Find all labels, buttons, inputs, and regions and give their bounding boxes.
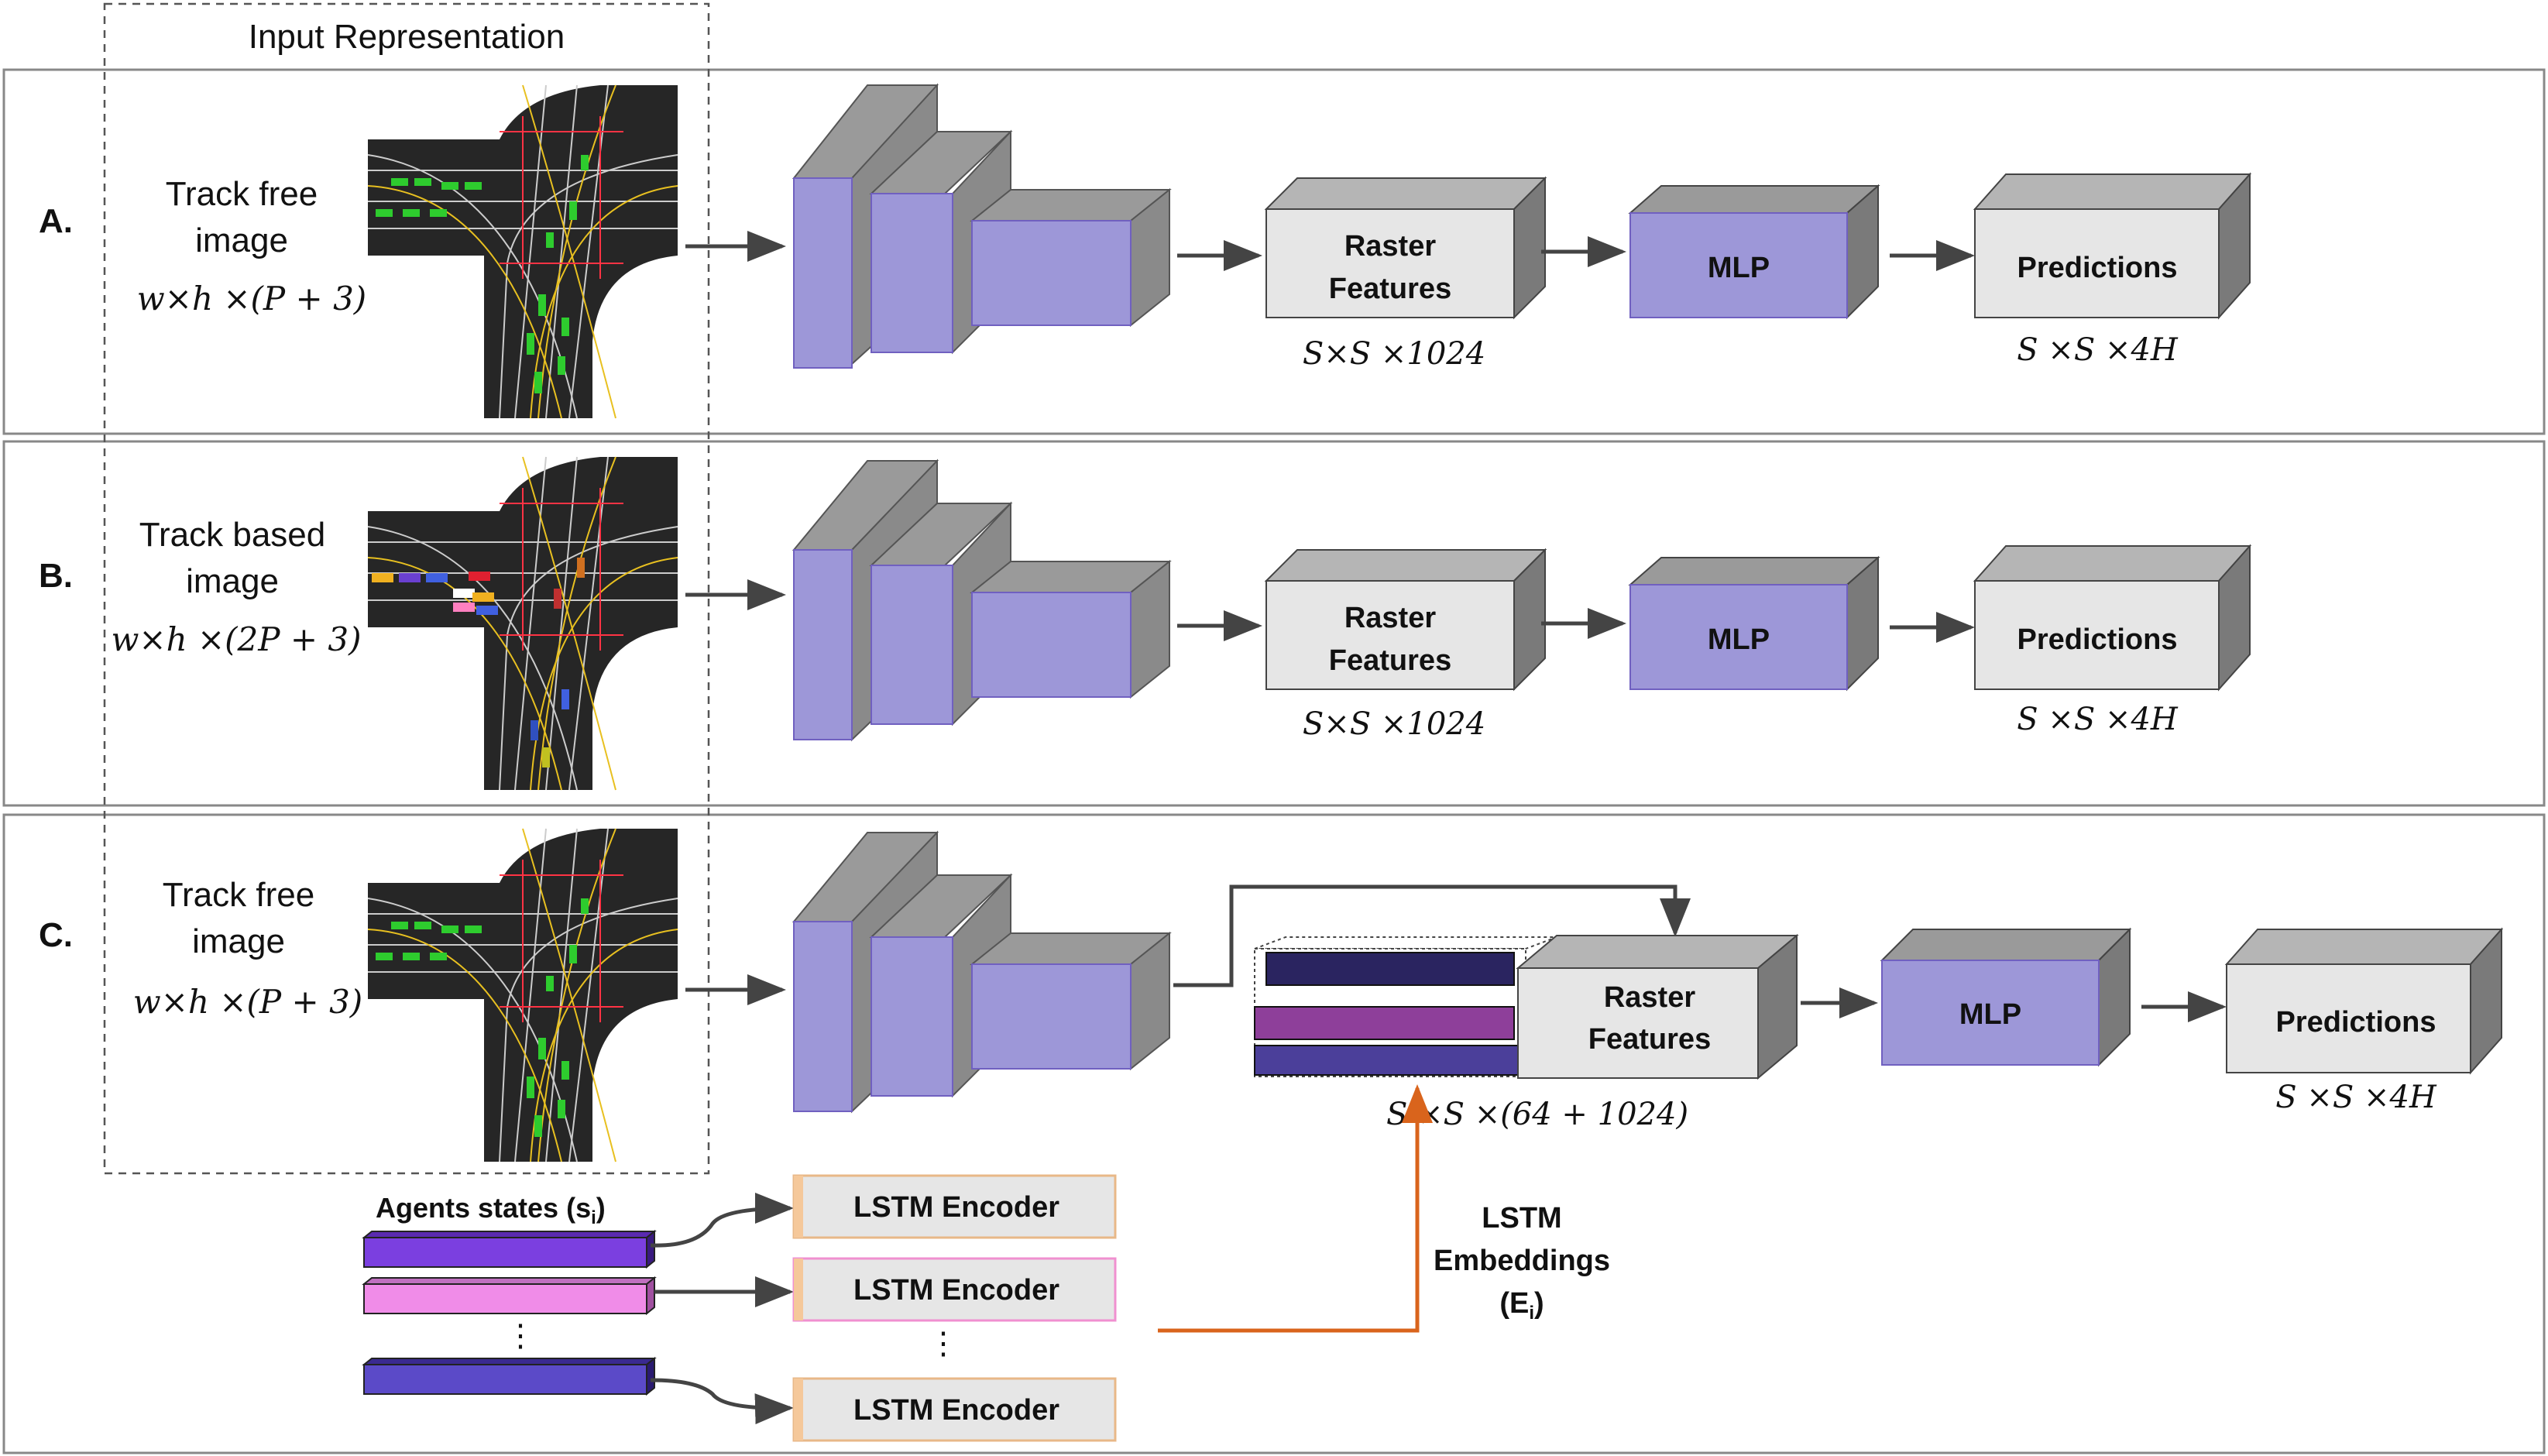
lstm-encoder-1-label: LSTM Encoder — [853, 1191, 1059, 1224]
panel-c-mlp-box — [1880, 927, 2132, 1067]
panel-a-input-dims: w×h ×(P + 3) — [137, 280, 366, 318]
panel-c-letter: C. — [39, 916, 73, 954]
panel-a-input-line2: image — [195, 221, 288, 259]
panel-b-input-dims: w×h ×(2P + 3) — [111, 620, 361, 658]
panel-b-letter: B. — [39, 557, 73, 595]
lstm-embeddings-line3: (Ei) — [1499, 1287, 1544, 1324]
panel-a-track-free-image — [367, 84, 678, 419]
colored-agent-tracks — [372, 558, 585, 767]
lstm-encoder-1 — [792, 1174, 1117, 1239]
lstm-encoder-3 — [792, 1377, 1117, 1442]
lstm-encoder-2-label: LSTM Encoder — [853, 1274, 1059, 1307]
panel-c-frame — [2, 813, 2546, 1454]
panel-b-raster-line2: Features — [1329, 644, 1451, 677]
panel-c-input-line2: image — [192, 922, 285, 960]
panel-c-predictions-box — [2224, 927, 2504, 1075]
panel-c-predictions-label: Predictions — [2276, 1006, 2436, 1039]
panel-a-raster-dims: S×S ×1024 — [1303, 336, 1485, 372]
panel-a-raster-features-box — [1264, 176, 1547, 320]
panel-a-raster-line2: Features — [1329, 273, 1451, 305]
panel-c-raster-line2: Features — [1588, 1023, 1711, 1056]
panel-a: A. Track free image w×h ×(P + 3) Ras — [39, 83, 2252, 419]
panel-b-raster-features-box — [1264, 548, 1547, 692]
panel-a-predictions-label: Predictions — [2017, 252, 2178, 284]
panel-b-frame — [2, 440, 2546, 807]
lstm-embeddings-arrow — [1158, 1084, 1433, 1333]
panel-c-mlp-label: MLP — [1959, 998, 2021, 1031]
lstm-embeddings-line2: Embeddings — [1434, 1245, 1610, 1277]
panel-c-connector-arrow — [1173, 884, 1691, 987]
agent-1-to-lstm-arrow — [650, 1193, 794, 1248]
panel-b-mlp-label: MLP — [1708, 623, 1770, 656]
panel-b-track-based-image — [367, 456, 678, 791]
lstm-encoder-2 — [792, 1257, 1117, 1322]
lstm-ellipsis: ⋮ — [928, 1327, 959, 1361]
panel-c-input-dims: w×h ×(P + 3) — [133, 983, 362, 1021]
panel-c-raster-dims: S ×S ×(64 + 1024) — [1386, 1097, 1688, 1132]
panel-c-raster-features-box — [1516, 933, 1799, 1080]
panel-a-cnn-stack — [792, 83, 1172, 369]
agents-ellipsis: ⋮ — [505, 1319, 536, 1353]
panel-c-pred-dims: S ×S ×4H — [2275, 1080, 2437, 1115]
panel-b-mlp-box — [1628, 555, 1880, 692]
agent-state-bar-2 — [362, 1276, 657, 1316]
panel-c-track-free-image — [367, 828, 678, 1162]
panel-c-raster-line1: Raster — [1604, 981, 1695, 1014]
panel-a-input-line1: Track free — [166, 175, 318, 213]
lstm-encoder-3-label: LSTM Encoder — [853, 1394, 1059, 1427]
panel-b: B. Track based image w×h ×(2P + 3) — [39, 456, 2252, 791]
panel-a-frame — [2, 68, 2546, 435]
agents-states-label: Agents states (si) — [376, 1192, 606, 1228]
panel-c-cnn-stack — [792, 830, 1172, 1114]
panel-c: C. Track free image w×h ×(P + 3) — [39, 828, 2504, 1442]
input-representation-box — [103, 2, 710, 1175]
panel-c-input-line1: Track free — [163, 876, 314, 914]
panel-a-pred-dims: S ×S ×4H — [2017, 332, 2179, 368]
panel-a-mlp-label: MLP — [1708, 252, 1770, 284]
input-representation-label: Input Representation — [249, 18, 565, 56]
panel-a-mlp-box — [1628, 184, 1880, 320]
panel-a-raster-line1: Raster — [1344, 230, 1436, 263]
panel-b-input-line1: Track based — [139, 516, 325, 554]
panel-b-predictions-label: Predictions — [2017, 623, 2178, 656]
panel-a-letter: A. — [39, 202, 73, 240]
panel-b-cnn-stack — [792, 458, 1172, 742]
panel-c-embedding-stack — [1254, 936, 1557, 1077]
panel-b-predictions-box — [1973, 544, 2252, 692]
panel-a-predictions-box — [1973, 172, 2252, 320]
panel-b-raster-line1: Raster — [1344, 602, 1436, 634]
panel-b-input-line2: image — [186, 562, 279, 600]
panel-b-pred-dims: S ×S ×4H — [2017, 702, 2179, 737]
panel-b-raster-dims: S×S ×1024 — [1303, 706, 1485, 742]
agent-state-bar-3 — [362, 1356, 657, 1396]
lstm-embeddings-line1: LSTM — [1482, 1202, 1561, 1235]
agent-state-bar-1 — [362, 1229, 657, 1269]
agent-3-to-lstm-arrow — [650, 1378, 794, 1425]
